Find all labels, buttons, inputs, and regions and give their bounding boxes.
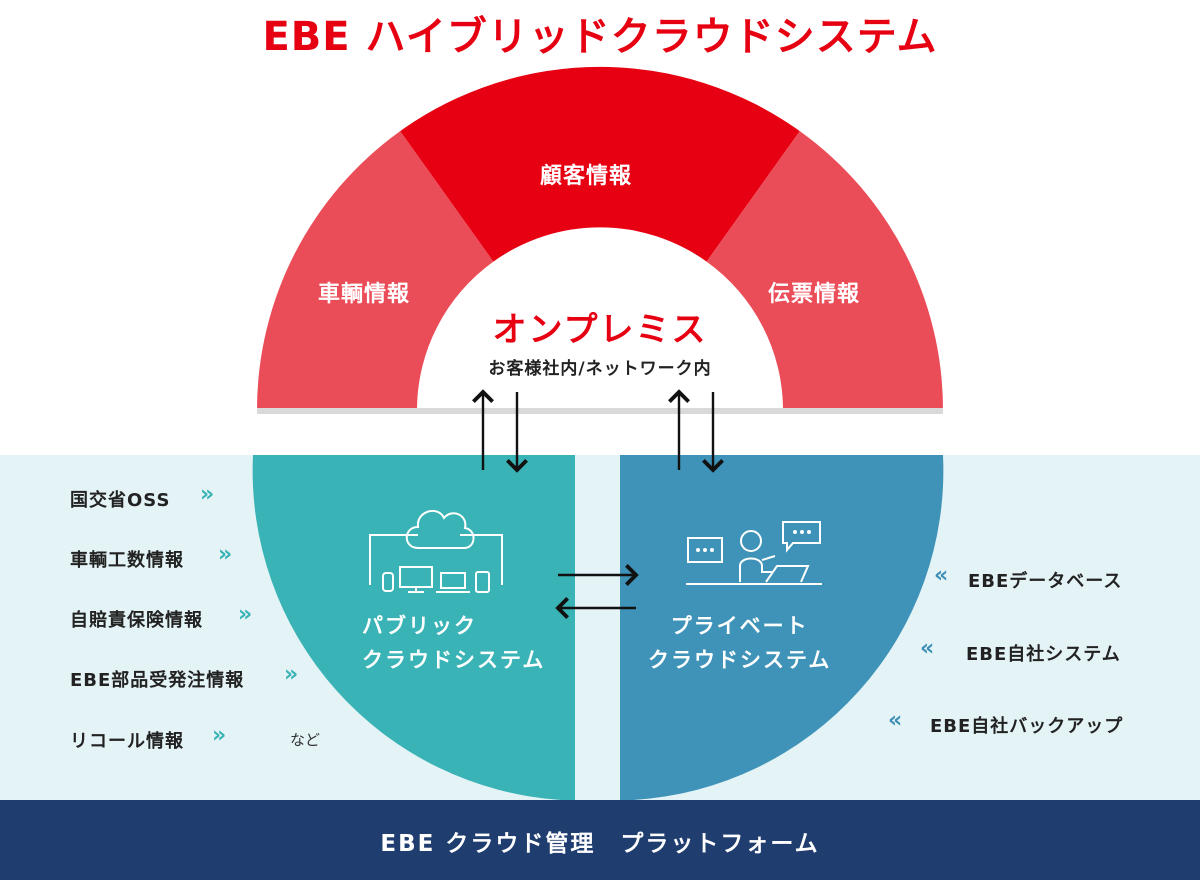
onpremise-subtitle: お客様社内/ネットワーク内 [488, 359, 712, 379]
left-item-insurance: 自賠責保険情報 [70, 610, 203, 631]
chevron-right-icon: » [238, 602, 252, 627]
segment-label-customer: 顧客情報 [540, 164, 633, 189]
segment-label-vehicle: 車輌情報 [318, 282, 411, 307]
left-item-vehicle-man-hours: 車輌工数情報 [70, 550, 184, 571]
left-item-recall: リコール情報 [70, 731, 184, 752]
left-item-mlit-oss: 国交省OSS [70, 490, 171, 511]
private-cloud-icon [686, 521, 822, 585]
chevron-right-icon: » [218, 542, 232, 567]
public-cloud-icon [369, 509, 503, 593]
public-cloud-label: パブリック クラウドシステム [362, 609, 545, 677]
private-cloud-area [620, 455, 944, 800]
chevron-right-icon: » [212, 723, 226, 748]
right-item-internal-system: EBE自社システム [966, 644, 1121, 665]
segment-vehicle-info [256, 131, 494, 410]
lower-background-band [0, 455, 1200, 800]
left-item-parts-orders: EBE部品受発注情報 [70, 670, 245, 691]
platform-band [0, 800, 1200, 880]
right-item-database: EBEデータベース [968, 571, 1123, 592]
chevron-right-icon: » [284, 662, 298, 687]
public-cloud-label-line1: パブリック [362, 614, 477, 638]
onpremise-title: オンプレミス [492, 310, 708, 350]
chevron-right-icon: » [200, 482, 214, 507]
chevron-left-icon: « [920, 636, 934, 661]
private-cloud-label-line1: プライベート [670, 614, 809, 638]
private-cloud-label-line2: クラウドシステム [648, 648, 832, 672]
segment-label-slip: 伝票情報 [768, 282, 861, 307]
right-item-backup: EBE自社バックアップ [930, 716, 1124, 737]
chevron-left-icon: « [888, 708, 902, 733]
onprem-base-shadow [257, 408, 943, 414]
diagram-title: EBE ハイブリッドクラウドシステム [262, 14, 938, 60]
segment-customer-info [400, 66, 800, 262]
segment-slip-info [706, 131, 943, 410]
platform-label: EBE クラウド管理 プラットフォーム [380, 831, 820, 857]
left-items-suffix: など [290, 731, 321, 749]
public-cloud-area [252, 455, 576, 800]
chevron-left-icon: « [934, 563, 948, 588]
private-cloud-label: プライベート クラウドシステム [648, 609, 831, 677]
public-cloud-label-line2: クラウドシステム [362, 648, 546, 672]
